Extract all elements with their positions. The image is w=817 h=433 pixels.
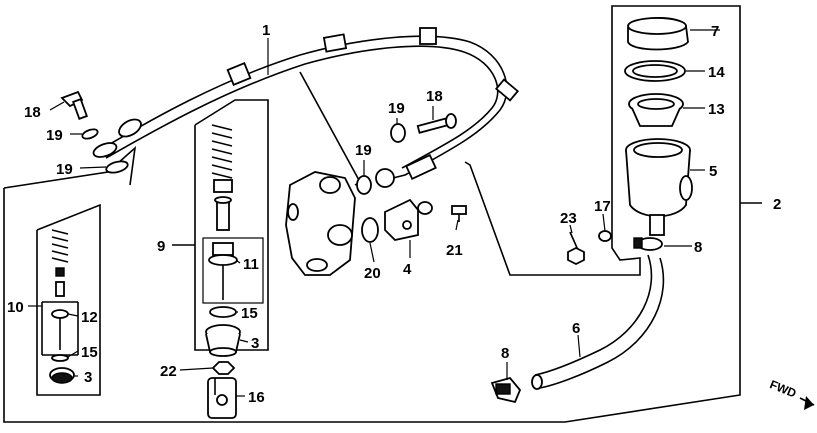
forward-label: FWD [768,377,799,400]
callout-19-lower: 19 [355,142,372,159]
callout-13: 13 [708,101,725,118]
washer-19-left-a [81,128,99,140]
o-ring-20 [361,217,379,243]
spring-9 [211,124,233,231]
assembly-outline [3,5,762,423]
reservoir-5 [625,138,693,236]
banjo-bolt-left [60,90,88,120]
callout-8-upper: 8 [694,239,702,256]
washer-19-lower [356,175,372,195]
clevis-16 [207,377,237,419]
nut-22 [211,361,236,375]
diaphragm-13 [628,93,684,127]
joint-4 [384,198,433,241]
callout-2: 2 [773,196,781,213]
callout-3: 3 [251,335,259,352]
callout-12: 12 [81,309,98,326]
callout-20: 20 [364,265,381,282]
reservoir-hose-6 [531,254,665,390]
callout-4: 4 [403,261,412,278]
plate-14 [624,60,686,82]
callout-10: 10 [7,299,24,316]
callout-15-left: 15 [81,344,98,361]
collar-17 [598,230,612,242]
callout-11: 11 [243,256,259,273]
forward-arrow-icon [799,396,815,410]
callout-22: 22 [160,363,177,380]
piston-assembly-box [172,99,269,351]
callout-8-lower: 8 [501,345,509,362]
callout-15: 15 [241,305,258,322]
circlip-15-left [51,354,69,362]
callout-19-center: 19 [388,100,405,117]
callout-14: 14 [708,64,725,81]
callout-19-left-b: 19 [56,161,73,178]
callout-17: 17 [594,198,611,215]
clip-8-upper [633,237,663,251]
callout-16: 16 [248,389,265,406]
washer-19-center [390,123,406,143]
boot-3 [205,324,241,357]
callout-7: 7 [711,23,719,40]
callout-19-left-a: 19 [46,127,63,144]
boot-3-left [49,367,75,384]
clip-8-lower [490,376,522,404]
callout-18-left: 18 [24,104,41,121]
piston-assembly-box-10 [36,203,101,396]
leader-lines [28,29,720,397]
brake-hose [92,27,520,188]
callout-1: 1 [262,22,270,39]
piston-12 [51,309,69,350]
banjo-bolt-center [416,113,457,134]
piston-11 [208,242,238,300]
callout-5: 5 [709,163,717,180]
callout-18-center: 18 [426,88,443,105]
callout-23: 23 [560,210,577,227]
screw-21 [451,205,467,222]
master-cylinder-body [285,171,356,276]
circlip-15 [209,306,237,318]
washer-19-left-b [105,160,129,174]
callout-21: 21 [446,242,463,259]
reservoir-cap-7 [627,17,689,51]
callout-6: 6 [572,320,580,337]
bolt-23 [567,231,585,266]
spring-10 [51,229,69,297]
callout-9: 9 [157,238,165,255]
callout-3-left: 3 [84,369,92,386]
